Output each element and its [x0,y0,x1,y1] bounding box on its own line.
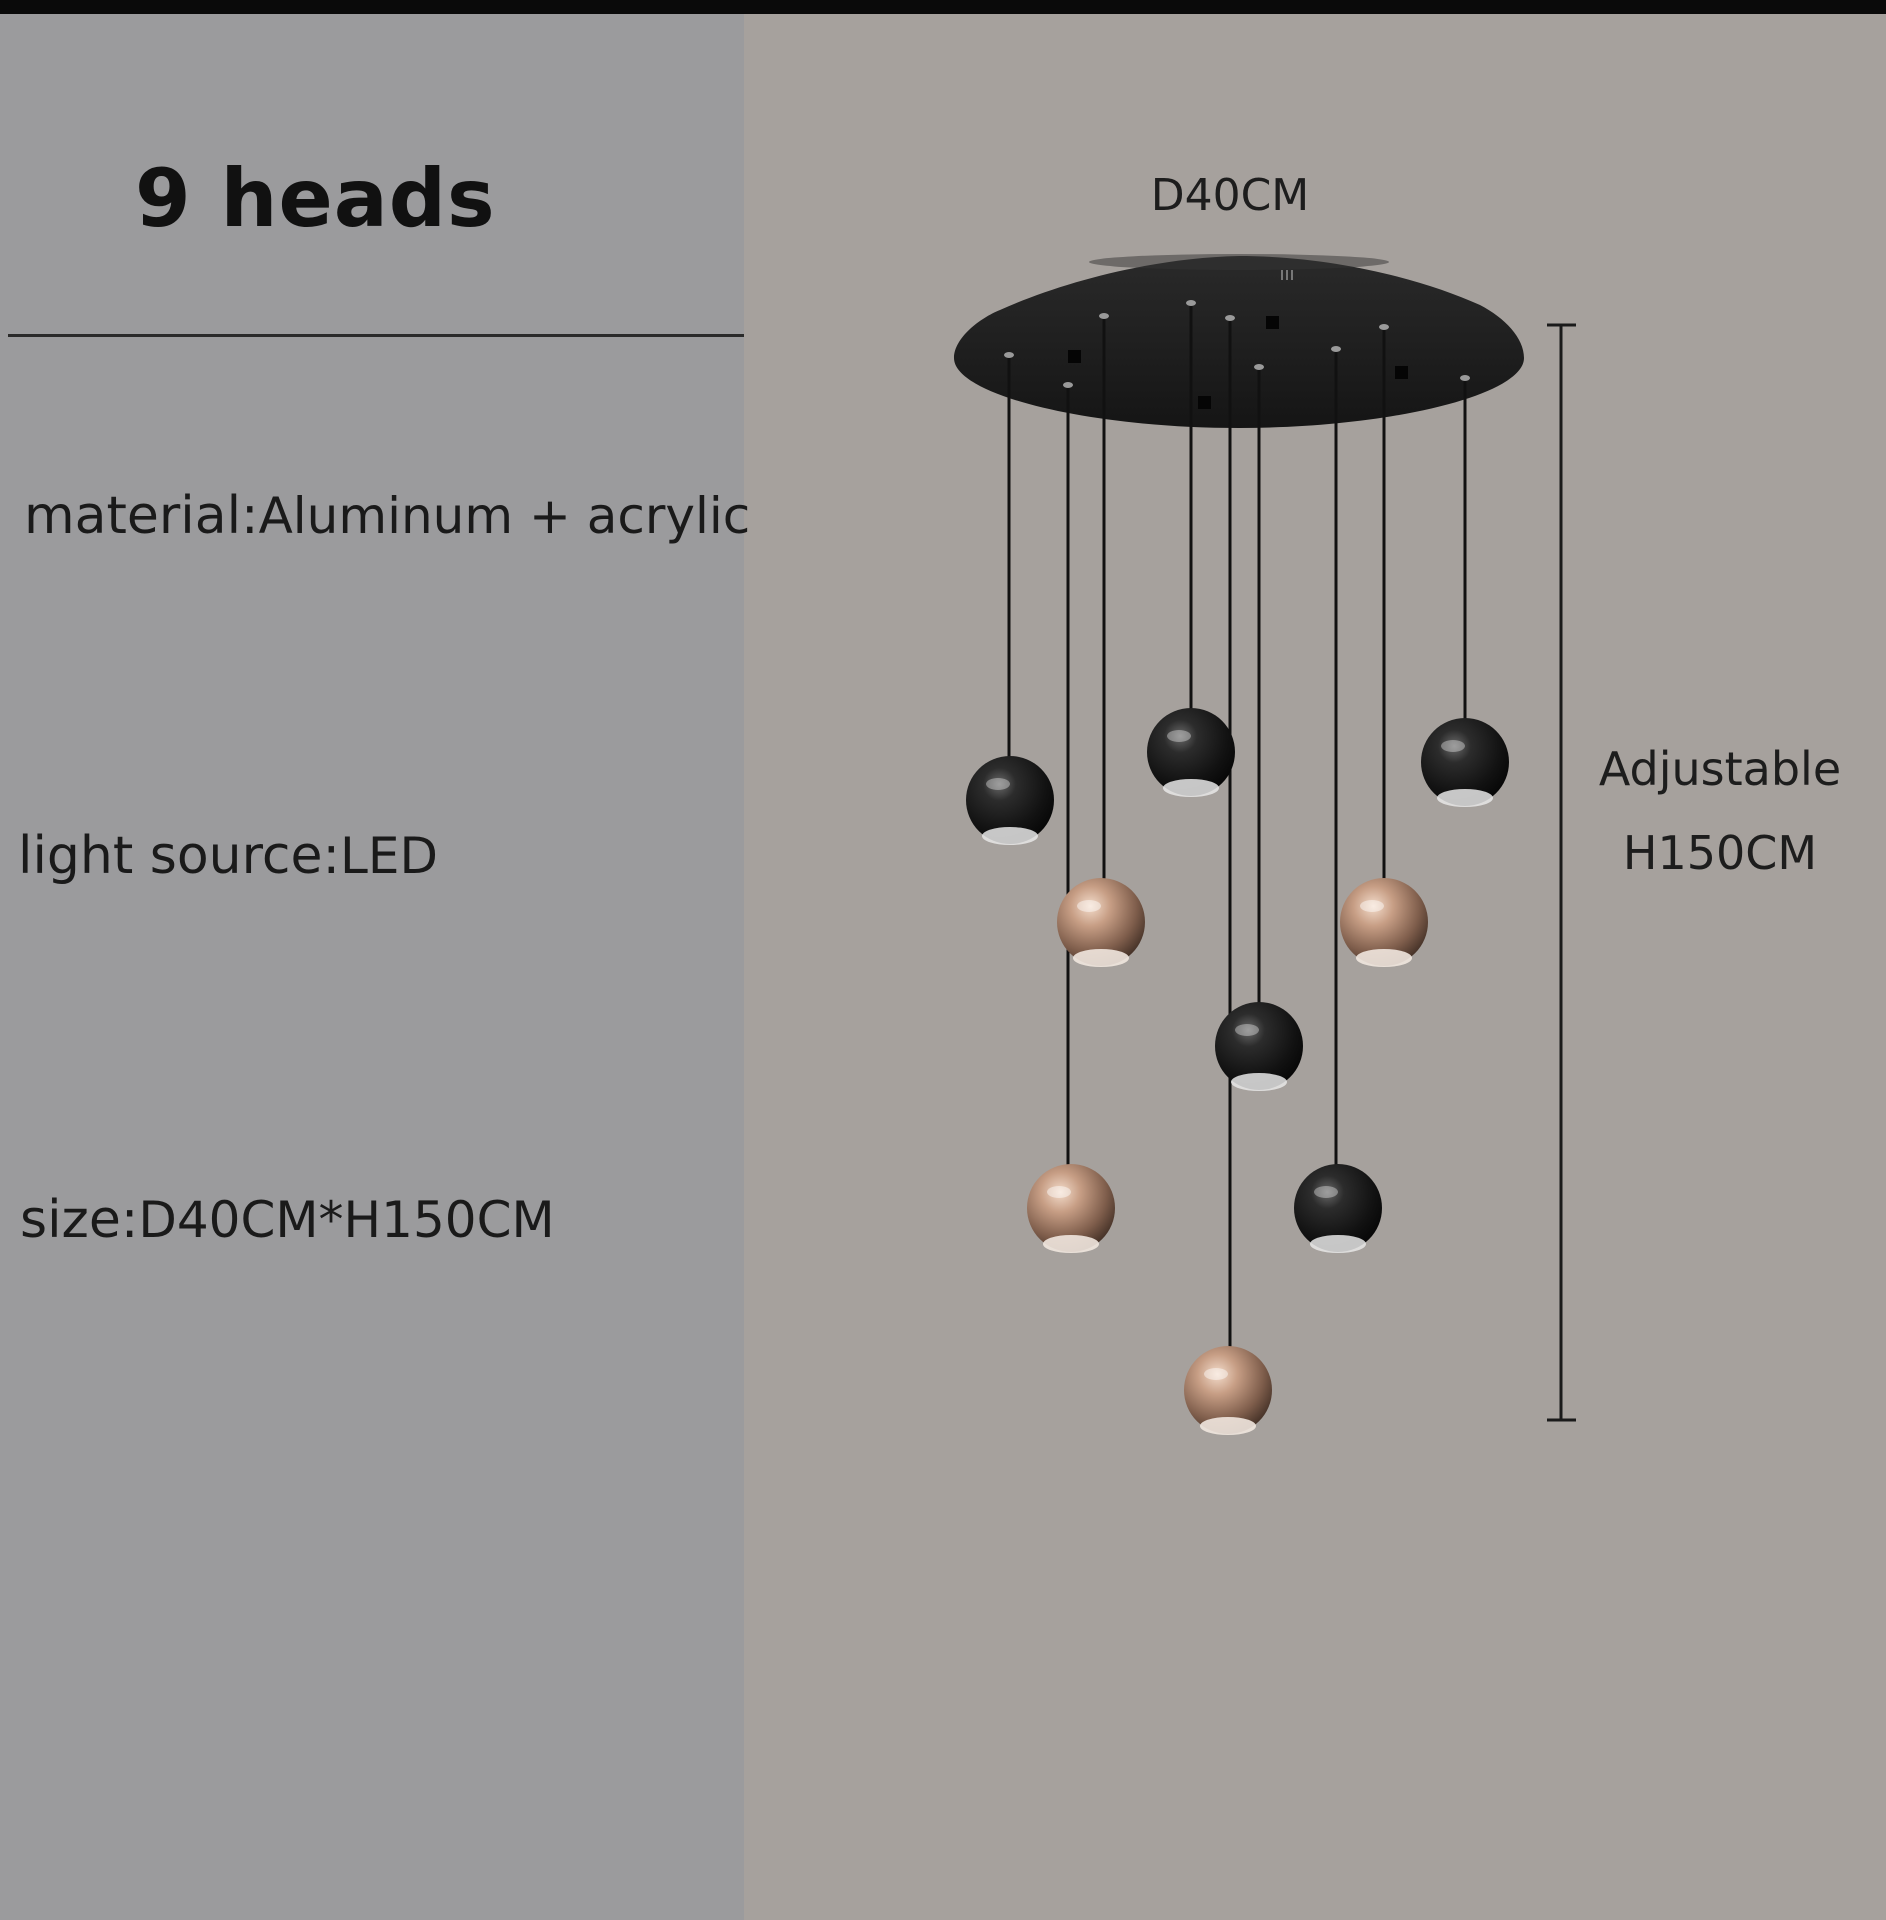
pendant-cords [1007,303,1467,1352]
left-info-panel [0,14,744,1920]
pendant-globe-gold [1057,878,1145,967]
spec-light-source: light source:LED [18,826,438,886]
height-label-value: H150CM [1622,826,1818,880]
spec-material-sep: : [241,486,259,546]
pendant-globe-black [1215,1002,1303,1091]
spec-material-value: Aluminum + acrylic [258,487,751,545]
ceiling-canopy [954,254,1524,428]
pendant-globe-black [1147,708,1235,797]
title-divider [8,334,744,337]
spec-size-label: size [20,1190,121,1250]
top-bar [0,0,1886,14]
pendant-globe-gold [1027,1164,1115,1253]
spec-material: material:Aluminum + acrylic [24,486,750,546]
height-dimension-line [1547,323,1576,1422]
spec-light-source-label: light source [18,826,323,886]
spec-size: size:D40CM*H150CM [20,1190,555,1250]
pendant-globe-gold [1340,878,1428,967]
cord-anchors [1004,300,1470,388]
pendant-globe-gold [1184,1346,1272,1435]
pendant-globe-black [1421,718,1509,807]
spec-size-value: D40CM*H150CM [138,1191,555,1249]
spec-light-source-value: LED [340,827,438,885]
pendant-globe-black [966,756,1054,845]
pendant-globe-black [1294,1164,1382,1253]
height-label-adjustable: Adjustable [1598,742,1842,796]
product-heads-title: 9 heads [135,152,496,245]
pendant-group [966,300,1509,1435]
spec-material-label: material [24,486,242,546]
spec-size-sep: : [120,1190,139,1250]
spec-light-source-sep: : [322,826,340,886]
diameter-label: D40CM [1150,170,1310,221]
